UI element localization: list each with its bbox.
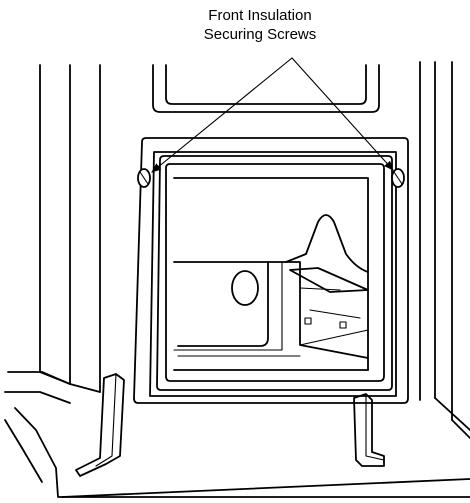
callout-arrows (151, 57, 394, 173)
arrow-to-left-screw (151, 57, 293, 173)
left-screw (137, 168, 151, 188)
front-face-plate (133, 137, 409, 404)
screw-callout-label: Front Insulation Securing Screws (150, 6, 370, 44)
base-frame (4, 371, 470, 498)
firebox-interior (173, 177, 369, 371)
right-screw (391, 168, 405, 188)
callout-line-1: Front Insulation (208, 7, 312, 24)
left-leg (75, 373, 125, 477)
upper-panel (152, 64, 380, 113)
right-leg (353, 393, 385, 467)
arrow-to-right-screw (291, 57, 394, 171)
callout-line-2: Securing Screws (203, 26, 317, 43)
left-side-panel (39, 64, 101, 393)
right-side-panel (419, 61, 453, 421)
